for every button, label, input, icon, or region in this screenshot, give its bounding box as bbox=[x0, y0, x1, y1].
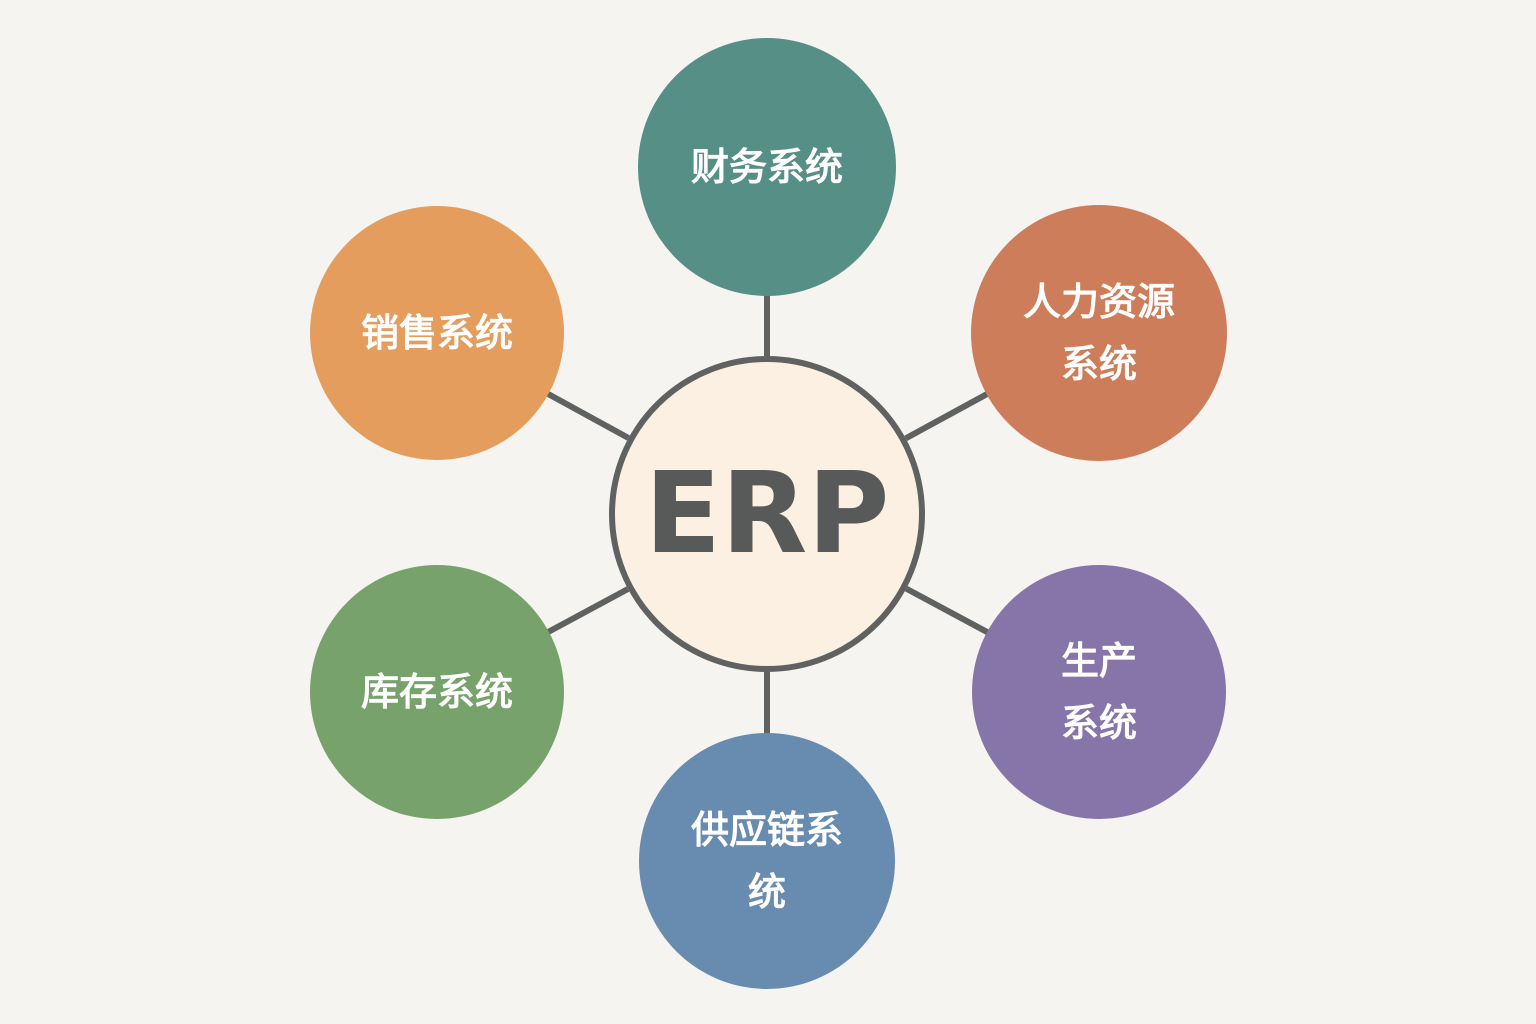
module-circle-finance bbox=[638, 38, 896, 296]
module-label-hr-line-2: 系统 bbox=[1061, 342, 1137, 386]
module-node-finance: 财务系统 bbox=[638, 38, 896, 296]
center-hub-label: ERP bbox=[645, 449, 890, 579]
connector-inventory bbox=[545, 586, 630, 636]
module-node-sales: 销售系统 bbox=[310, 206, 564, 460]
module-node-inventory: 库存系统 bbox=[310, 565, 564, 819]
module-circle-supply-chain bbox=[639, 733, 895, 989]
module-label-inventory: 库存系统 bbox=[361, 670, 513, 714]
module-circle-production bbox=[972, 565, 1226, 819]
module-circle-inventory bbox=[310, 565, 564, 819]
module-circle-hr bbox=[971, 205, 1227, 461]
connector-production bbox=[904, 586, 991, 636]
connector-hr bbox=[904, 390, 990, 442]
connector-lines bbox=[545, 294, 991, 735]
center-hub-circle bbox=[609, 356, 925, 672]
module-label-sales: 销售系统 bbox=[361, 311, 513, 355]
center-hub: ERP bbox=[609, 356, 925, 672]
module-label-production-line-2: 系统 bbox=[1061, 701, 1137, 745]
module-circle-sales bbox=[310, 206, 564, 460]
module-label-finance: 财务系统 bbox=[691, 145, 843, 189]
module-label-supply-chain-line-2: 统 bbox=[748, 870, 786, 914]
module-label-supply-chain-line-1: 供应链系 bbox=[691, 808, 843, 852]
module-label-production-line-1: 生产 bbox=[1061, 639, 1137, 683]
connector-sales bbox=[545, 390, 630, 441]
module-label-hr-line-1: 人力资源 bbox=[1023, 280, 1175, 324]
